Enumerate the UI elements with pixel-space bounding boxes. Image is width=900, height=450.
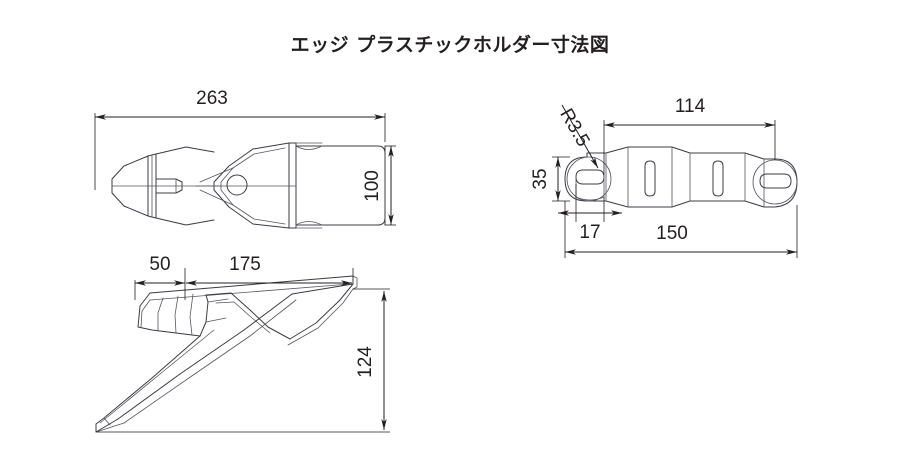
dimension-label-17: 17 [579, 222, 600, 243]
dimension-17: 17 [558, 184, 622, 243]
dimension-263: 263 [94, 88, 386, 190]
dimension-50: 50 [134, 254, 186, 300]
dimension-175: 175 [186, 254, 354, 286]
side-view-geometry [95, 275, 358, 433]
dimension-label-35: 35 [530, 168, 551, 189]
page-title: エッジ プラスチックホルダー寸法図 [290, 34, 610, 56]
dimension-114: 114 [603, 96, 776, 175]
dimension-label-150: 150 [656, 223, 688, 244]
dimension-label-100: 100 [362, 170, 383, 202]
dimension-label-50: 50 [149, 254, 170, 275]
bracket-plan-geometry [564, 146, 798, 208]
dimension-100: 100 [362, 145, 396, 226]
dimension-150: 150 [564, 201, 798, 258]
dimension-35: 35 [530, 156, 570, 202]
dimension-label-r35: R3.5 [555, 105, 593, 150]
dimension-label-114: 114 [675, 96, 706, 117]
top-view-hole [226, 174, 248, 196]
dimension-label-124: 124 [355, 346, 376, 378]
dimension-label-263: 263 [196, 88, 228, 109]
dimension-124: 124 [96, 288, 390, 433]
dimension-label-175: 175 [229, 254, 261, 275]
top-view-geometry [111, 142, 386, 229]
